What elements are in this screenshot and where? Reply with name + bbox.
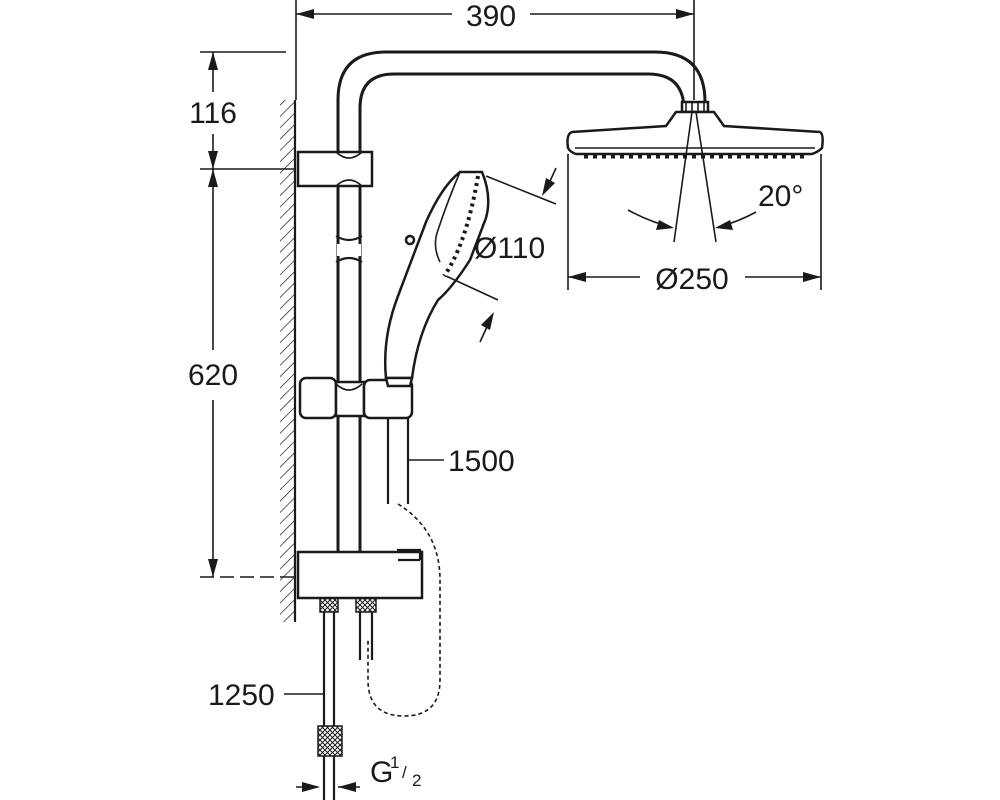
dimension-hand-shower-diameter: Ø110: [445, 167, 557, 343]
dimension-hand-hose-length: 1500: [408, 445, 515, 478]
dimension-rail-height: 620: [188, 169, 296, 578]
connection-label-slash: /: [402, 763, 407, 782]
cold-inlet-nut: [355, 597, 377, 613]
hand-shower-button: [404, 234, 416, 246]
hand-hose: [367, 418, 441, 717]
hand-shower-handle-end: [384, 376, 414, 388]
shower-arm: [335, 50, 707, 560]
dimension-label-supply-hose-length: 1250: [208, 679, 275, 712]
head-shower-body: [566, 110, 824, 156]
rail-break-gap: [337, 244, 361, 256]
dimension-label-head-shower-diameter: Ø250: [655, 263, 728, 296]
wall-hatching: [280, 100, 295, 622]
upper-slider: [296, 150, 374, 188]
supply-hose-nut: [317, 725, 343, 757]
rail-break-mark-bottom: [335, 256, 363, 263]
shower-arm-inner: [358, 72, 686, 560]
upper-slider-body: [296, 150, 374, 188]
supply-hose: [317, 660, 343, 800]
diverter-block: [296, 548, 424, 660]
connection-label-prefix: G: [370, 756, 393, 789]
dimension-head-shower-diameter: Ø250: [567, 154, 822, 296]
dimension-supply-hose-length: 1250: [208, 679, 324, 712]
hand-shower: [383, 170, 490, 388]
dimension-label-hand-shower-diameter: Ø110: [474, 232, 545, 265]
dimension-connection-thread: G 1 / 2: [296, 753, 421, 792]
holder-left-block: [298, 376, 338, 420]
dimension-label-width: 390: [466, 0, 516, 33]
rail-break-mark-top: [335, 235, 363, 242]
dimension-arm-height: 116: [189, 51, 296, 170]
dimension-width: 390: [295, 0, 695, 100]
shower-arm-outer: [336, 50, 707, 560]
wall: [280, 100, 297, 622]
dimension-label-head-angle: 20°: [758, 180, 803, 213]
head-shower: [566, 100, 824, 159]
dimension-label-rail-height: 620: [188, 359, 238, 392]
hot-inlet-nut: [319, 597, 339, 613]
hand-shower-body: [383, 170, 490, 380]
dimension-head-angle: 20°: [627, 111, 803, 243]
dimension-label-hand-hose-length: 1500: [448, 445, 515, 478]
connection-label-denominator: 2: [412, 771, 421, 790]
connection-label-numerator: 1: [390, 753, 399, 772]
dimension-label-arm-height: 116: [189, 97, 237, 130]
holder-center-block: [334, 380, 366, 418]
hand-hose-loop: [367, 503, 441, 717]
